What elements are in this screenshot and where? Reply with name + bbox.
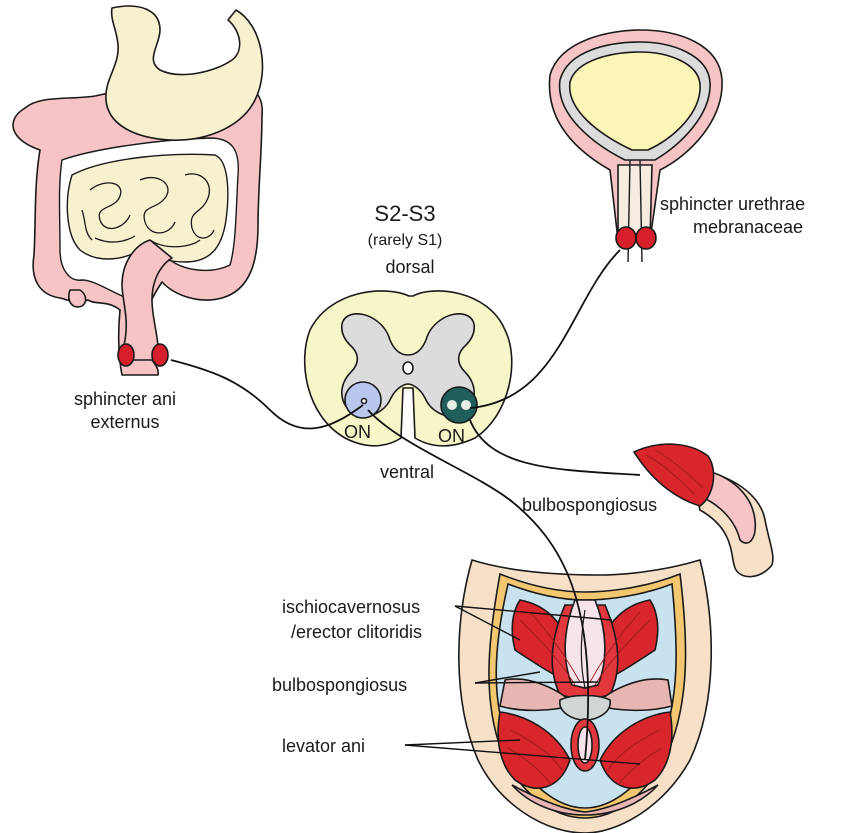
dorsal-label: dorsal <box>385 257 435 277</box>
on-left-label: ON <box>344 422 371 442</box>
sphincter-ani-left <box>117 343 135 367</box>
perineum-illustration <box>458 558 713 833</box>
ischiocavernosus-label-line2: /erector clitoridis <box>291 622 423 642</box>
penis-illustration <box>632 443 774 578</box>
on-right-label: ON <box>438 426 465 446</box>
segment-label: S2-S3 <box>374 201 436 226</box>
small-intestine <box>66 153 229 263</box>
sphincter-urethrae-left <box>615 226 637 250</box>
sphincter-urethrae-label-line1: sphincter urethrae <box>660 194 806 214</box>
spinal-cord-section <box>303 290 513 447</box>
sphincter-urethrae-right <box>635 226 657 250</box>
sphincter-ani-right <box>151 343 169 367</box>
intestine-illustration <box>12 5 264 376</box>
levator-ani-label: levator ani <box>282 736 366 756</box>
nerve-to-perineum <box>367 409 590 761</box>
bladder-lumen <box>569 51 701 151</box>
segment-note-label: (rarely S1) <box>367 232 443 249</box>
leader-bulbospongiosus-2 <box>474 681 599 684</box>
ischiocavernosus-label-line1: ischiocavernosus <box>282 597 421 617</box>
leader-levator-ani-1 <box>404 739 521 746</box>
leader-lines <box>404 605 641 765</box>
leader-ischiocavernosus-2 <box>454 605 613 621</box>
nerve-to-sphincter-urethrae <box>469 249 621 409</box>
sphincter-ani-label-line2: externus <box>90 412 160 432</box>
leader-levator-ani-2 <box>404 744 641 765</box>
stomach <box>105 5 264 141</box>
bulbospongiosus-male-label: bulbospongiosus <box>522 495 658 515</box>
nerve-pathways <box>170 249 641 761</box>
bulbospongiosus-female-label: bulbospongiosus <box>272 675 408 695</box>
sphincter-urethrae-label-line2: mebranaceae <box>692 217 804 237</box>
ventral-label: ventral <box>379 462 435 482</box>
sphincter-ani-label-line1: sphincter ani <box>73 389 177 409</box>
nerve-to-bulbospongiosus-male <box>469 419 641 476</box>
nerve-to-sphincter-ani <box>170 359 364 430</box>
leader-ischiocavernosus-1 <box>454 605 521 641</box>
bladder-illustration <box>548 29 723 263</box>
leader-bulbospongiosus-1 <box>474 671 541 684</box>
